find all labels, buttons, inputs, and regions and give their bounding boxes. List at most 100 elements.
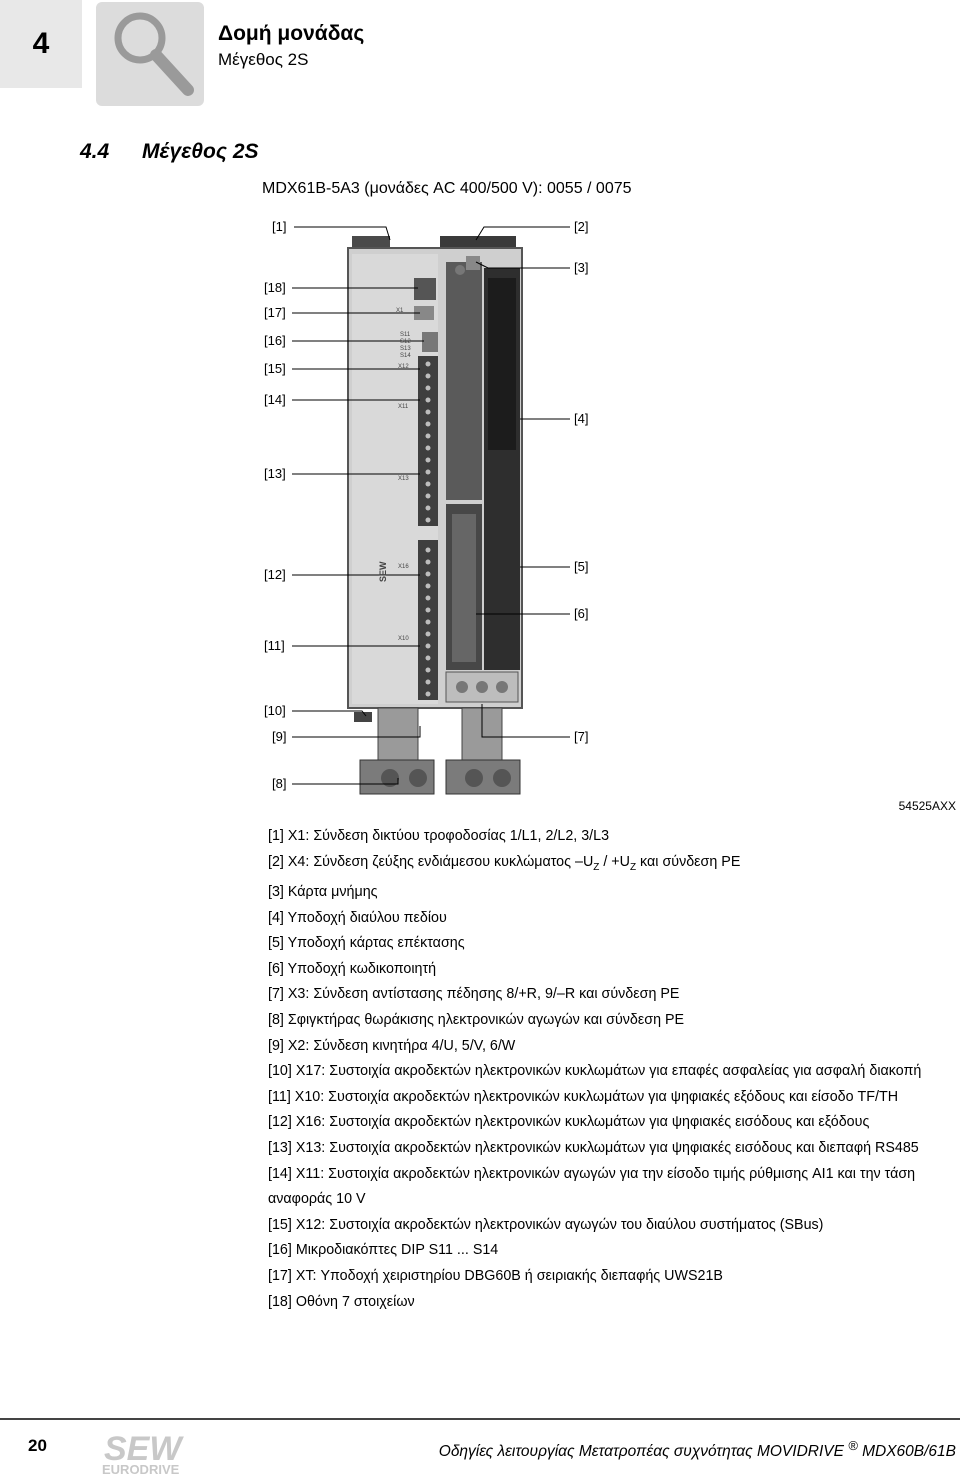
- registered-mark: ®: [848, 1438, 858, 1453]
- footer-title: Οδηγίες λειτουργίας Μετατροπέας συχνότητ…: [439, 1438, 956, 1461]
- legend-item: [11] X10: Συστοιχία ακροδεκτών ηλεκτρονι…: [268, 1085, 958, 1111]
- callout-18: [18]: [264, 280, 286, 295]
- legend-text: X10: Συστοιχία ακροδεκτών ηλεκτρονικών κ…: [294, 1088, 899, 1105]
- legend-item: [16] Μικροδιακόπτες DIP S11 ... S14: [268, 1238, 958, 1264]
- page-number: 20: [28, 1436, 47, 1455]
- callout-7: [7]: [574, 729, 589, 744]
- footer-title-model: MDX60B/61B: [857, 1443, 956, 1461]
- legend-item: [4] Υποδοχή διαύλου πεδίου: [268, 906, 958, 932]
- magnifier-icon: [96, 2, 204, 106]
- legend-text: X12: Συστοιχία ακροδεκτών ηλεκτρονικών α…: [295, 1216, 824, 1233]
- label-x12: X12: [398, 364, 409, 370]
- callout-14: [14]: [264, 392, 286, 407]
- legend-subscript: Z: [629, 861, 637, 873]
- callout-6: [6]: [574, 606, 589, 621]
- legend-item: [2] X4: Σύνδεση ζεύξης ενδιάμεσου κυκλώμ…: [268, 850, 958, 880]
- legend-text: X4: Σύνδεση ζεύξης ενδιάμεσου κυκλώματος…: [287, 853, 594, 870]
- legend-item: [10] X17: Συστοιχία ακροδεκτών ηλεκτρονι…: [268, 1059, 958, 1085]
- callout-3: [3]: [574, 260, 589, 275]
- legend-item: [17] XT: Υποδοχή χειριστηρίου DBG60B ή σ…: [268, 1264, 958, 1290]
- legend-text: Σφιγκτήρας θωράκισης ηλεκτρονικών αγωγών…: [287, 1012, 685, 1029]
- footer-divider: [0, 1418, 960, 1420]
- legend-num: [3]: [268, 884, 284, 901]
- legend-text: XT: Υποδοχή χειριστηρίου DBG60B ή σειρια…: [295, 1267, 723, 1284]
- legend-text: X1: Σύνδεση δικτύου τροφοδοσίας 1/L1, 2/…: [287, 828, 610, 844]
- legend-text: X3: Σύνδεση αντίστασης πέδησης 8/+R, 9/–…: [287, 986, 680, 1003]
- legend-num: [4]: [268, 909, 284, 926]
- callout-11: [11]: [264, 638, 285, 653]
- legend-num: [14]: [268, 1165, 292, 1182]
- callout-5: [5]: [574, 559, 589, 574]
- callout-8: [8]: [272, 776, 287, 791]
- legend-num: [6]: [268, 960, 284, 977]
- callout-13: [13]: [264, 466, 286, 481]
- legend-num: [9]: [268, 1037, 284, 1054]
- label-x1: X1: [396, 308, 404, 314]
- footer-title-text: Οδηγίες λειτουργίας Μετατροπέας συχνότητ…: [438, 1443, 844, 1461]
- callout-15: [15]: [264, 361, 286, 376]
- legend-item: [8] Σφιγκτήρας θωράκισης ηλεκτρονικών αγ…: [268, 1008, 958, 1034]
- callout-12: [12]: [264, 567, 286, 582]
- callout-9: [9]: [272, 729, 287, 744]
- callout-1: [1]: [272, 219, 287, 234]
- legend-num: [5]: [268, 935, 284, 952]
- legend-num: [18]: [268, 1293, 292, 1310]
- legend-text: X2: Σύνδεση κινητήρα 4/U, 5/V, 6/W: [287, 1037, 516, 1054]
- legend-num: [15]: [268, 1216, 292, 1233]
- legend-num: [1]: [268, 828, 284, 844]
- legend-num: [7]: [268, 986, 284, 1003]
- legend-num: [16]: [268, 1242, 292, 1259]
- device-brand-label: SEW: [378, 561, 388, 582]
- legend-num: [11]: [268, 1088, 291, 1105]
- legend-num: [12]: [268, 1114, 292, 1131]
- label-x13: X13: [398, 476, 409, 482]
- chapter-title: Δομή μονάδας: [218, 22, 365, 45]
- chapter-number: 4: [0, 0, 82, 88]
- legend-num: [8]: [268, 1012, 284, 1029]
- callout-17: [17]: [264, 305, 286, 320]
- legend-text: X13: Συστοιχία ακροδεκτών ηλεκτρονικών κ…: [295, 1139, 919, 1156]
- legend-item: [7] X3: Σύνδεση αντίστασης πέδησης 8/+R,…: [268, 982, 958, 1008]
- legend-item: [6] Υποδοχή κωδικοποιητή: [268, 957, 958, 983]
- legend-item: [12] X16: Συστοιχία ακροδεκτών ηλεκτρονι…: [268, 1110, 958, 1136]
- legend-item: [18] Οθόνη 7 στοιχείων: [268, 1290, 958, 1316]
- callout-4: [4]: [574, 411, 589, 426]
- legend-num: [17]: [268, 1267, 292, 1284]
- legend-text: Υποδοχή διαύλου πεδίου: [287, 909, 447, 926]
- legend-item: [3] Κάρτα μνήμης: [268, 880, 958, 906]
- callout-10: [10]: [264, 703, 286, 718]
- chapter-subtitle: Μέγεθος 2S: [218, 50, 309, 69]
- legend-text: Μικροδιακόπτες DIP S11 ... S14: [295, 1242, 499, 1259]
- legend-text: Υποδοχή κάρτας επέκτασης: [287, 935, 465, 952]
- label-s12: S12: [400, 339, 411, 345]
- sew-eurodrive-logo: SEW EURODRIVE: [100, 1428, 210, 1477]
- legend-num: [13]: [268, 1139, 292, 1156]
- logo-wordmark: SEW: [104, 1430, 184, 1468]
- legend-item: [5] Υποδοχή κάρτας επέκτασης: [268, 931, 958, 957]
- legend-text: Υποδοχή κωδικοποιητή: [287, 960, 437, 977]
- callout-2: [2]: [574, 219, 589, 234]
- device-figure: X1 S11 S12 S13 S14 X12 X11 X13 X16 X10 S…: [264, 219, 589, 795]
- section-title: Μέγεθος 2S: [142, 140, 259, 163]
- label-s11: S11: [400, 332, 411, 338]
- section-heading: 4.4 Μέγεθος 2S: [80, 140, 259, 164]
- legend-subscript: Z: [593, 861, 600, 873]
- device-variant: MDX61B-5A3 (μονάδες AC 400/500 V): 0055 …: [262, 180, 632, 197]
- legend-item: [15] X12: Συστοιχία ακροδεκτών ηλεκτρονι…: [268, 1213, 958, 1239]
- figure-code: 54525AXX: [898, 799, 956, 813]
- legend-item: [1] X1: Σύνδεση δικτύου τροφοδοσίας 1/L1…: [268, 824, 958, 850]
- section-number: 4.4: [80, 140, 110, 163]
- legend-item: [13] X13: Συστοιχία ακροδεκτών ηλεκτρονι…: [268, 1136, 958, 1162]
- label-x10: X10: [398, 636, 409, 642]
- label-x11: X11: [398, 404, 409, 410]
- legend-num: [2]: [268, 853, 284, 870]
- legend-item: [14] X11: Συστοιχία ακροδεκτών ηλεκτρονι…: [268, 1162, 958, 1213]
- logo-subtext: EURODRIVE: [102, 1462, 180, 1476]
- label-s13: S13: [400, 346, 411, 352]
- legend-item: [9] X2: Σύνδεση κινητήρα 4/U, 5/V, 6/W: [268, 1034, 958, 1060]
- legend-text: και σύνδεση PE: [636, 853, 741, 870]
- label-s14: S14: [400, 353, 411, 359]
- legend-text: Οθόνη 7 στοιχείων: [295, 1293, 415, 1310]
- legend-text: / +U: [599, 853, 630, 870]
- legend-num: [10]: [268, 1063, 292, 1080]
